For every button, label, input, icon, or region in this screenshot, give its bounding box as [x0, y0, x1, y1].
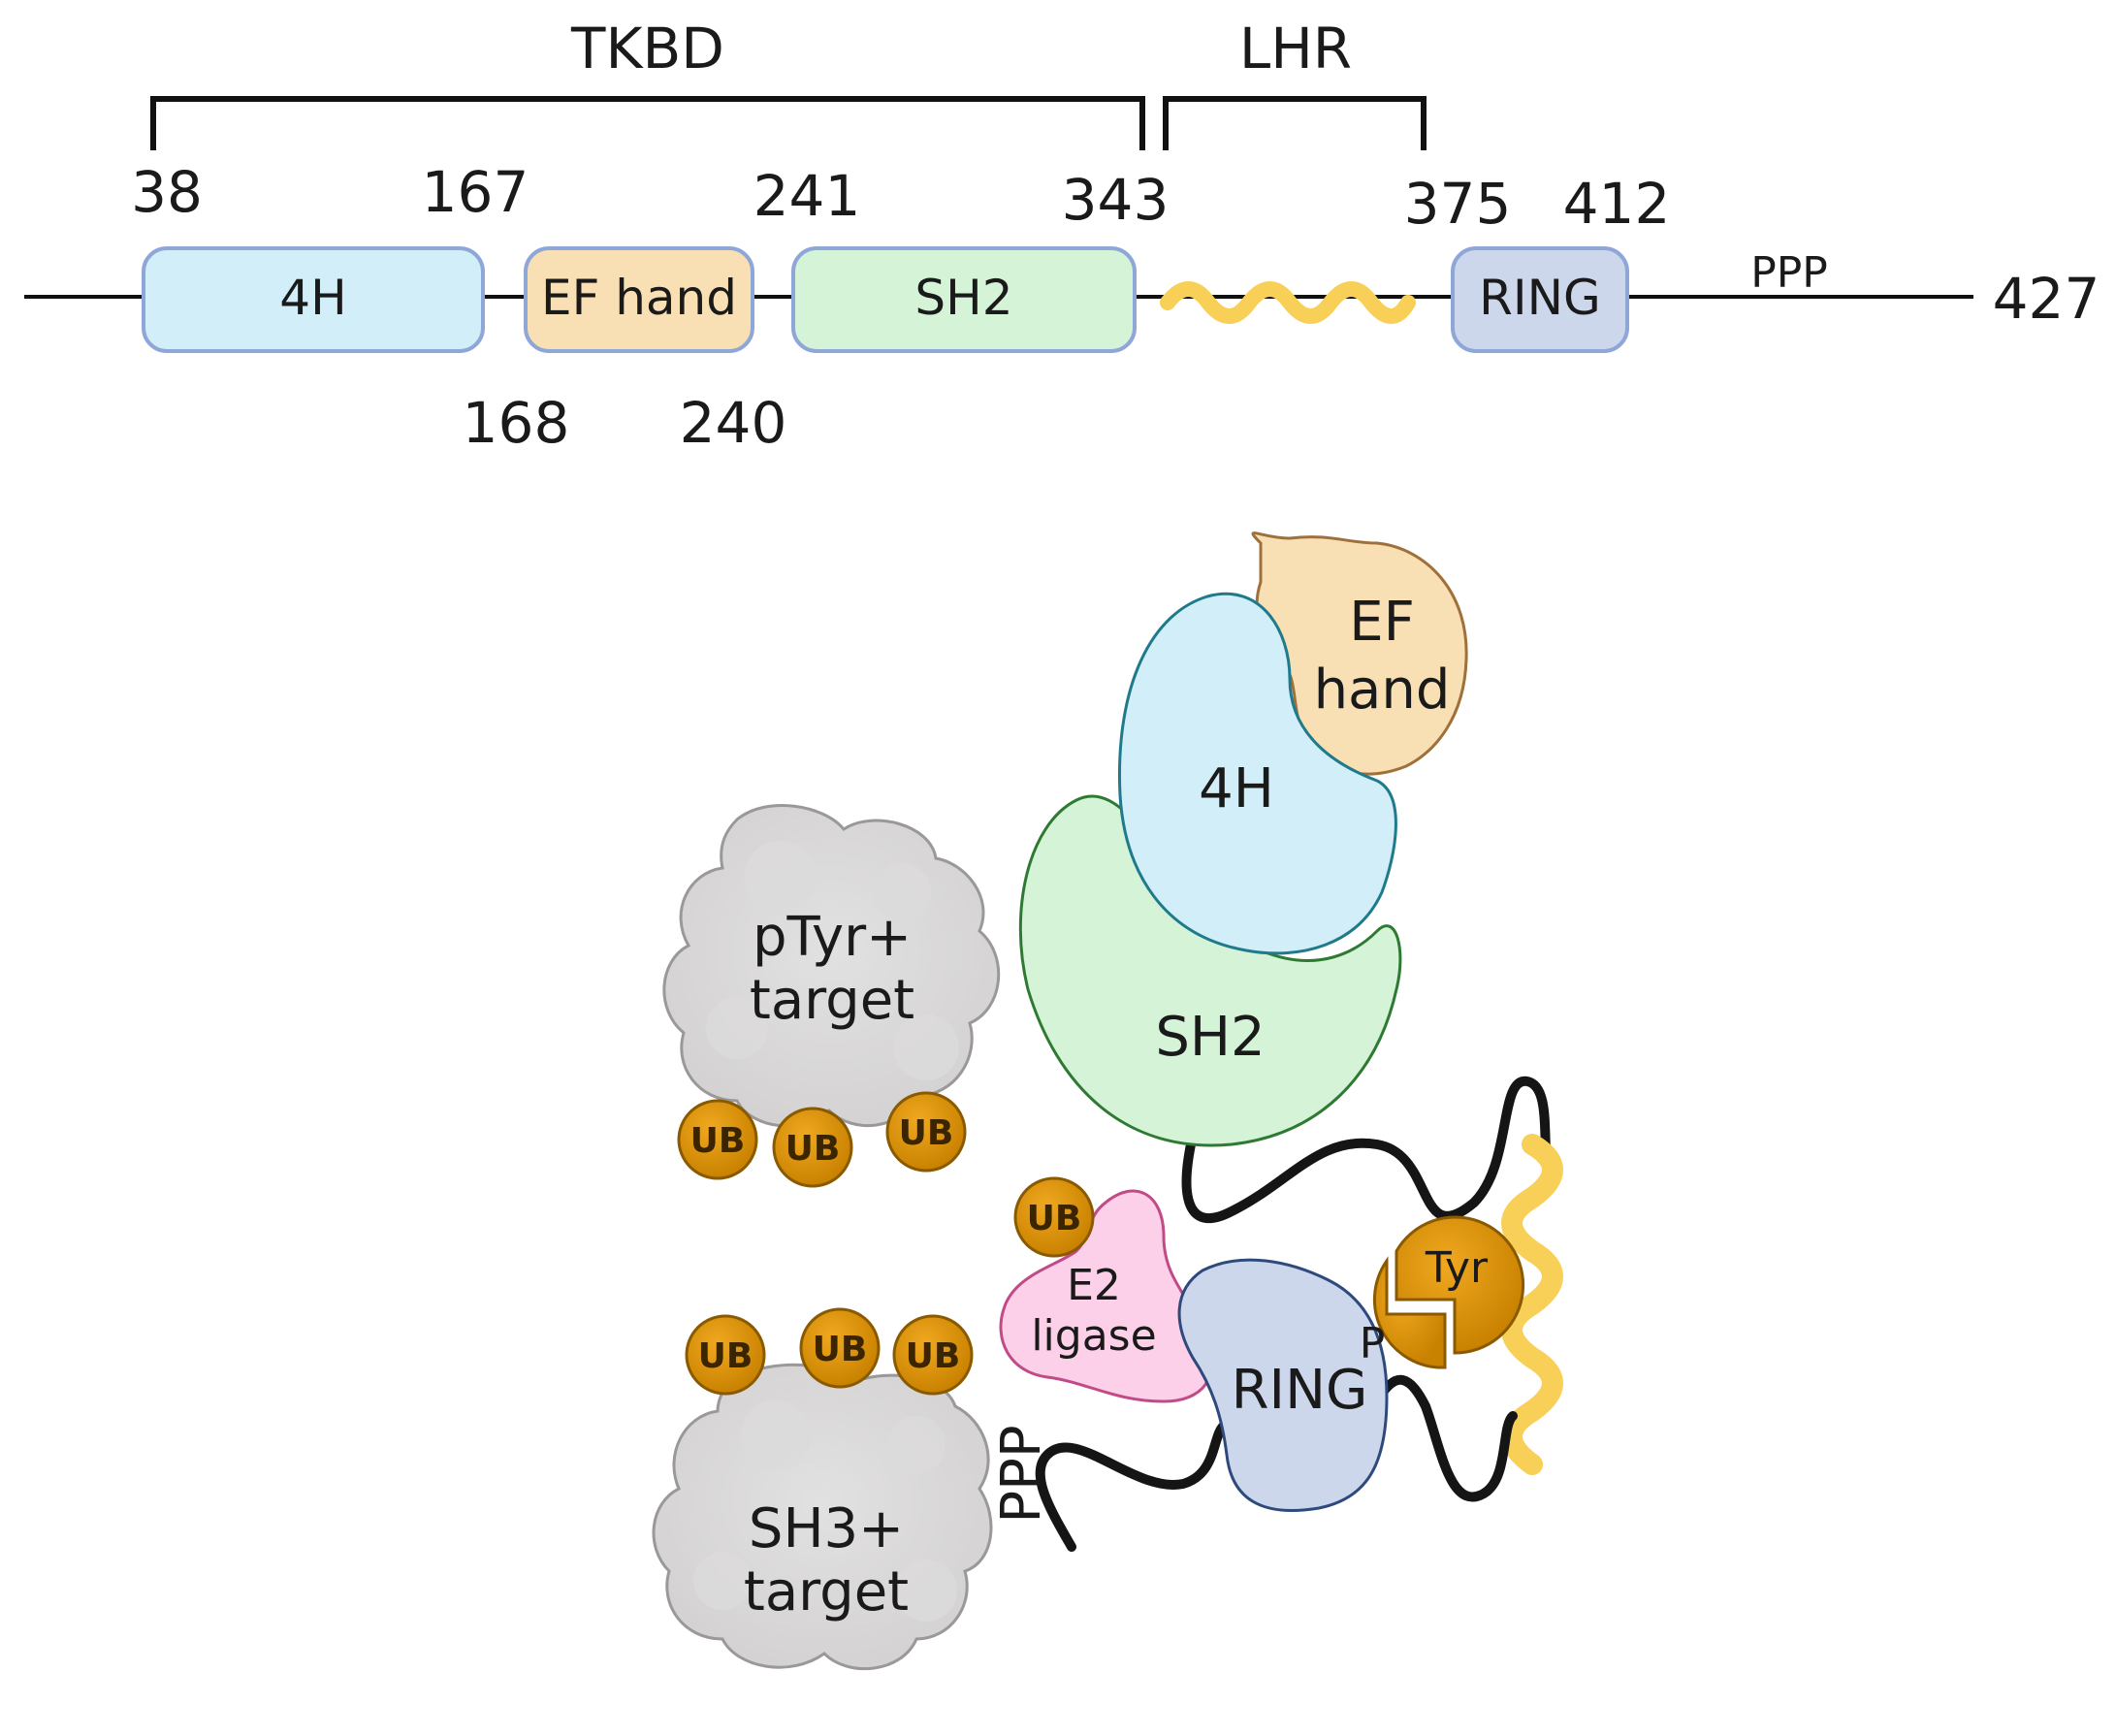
domain-ef-hand-box — [524, 246, 754, 353]
ub-sh3-3: UB — [892, 1314, 974, 1396]
p-label: P — [1360, 1319, 1386, 1368]
model-4h-label: 4H — [1199, 757, 1274, 820]
domain-ring-box — [1451, 246, 1629, 353]
domain-4h-label: 4H — [279, 270, 346, 326]
position-240: 240 — [680, 390, 787, 456]
domain-sh2-box — [791, 246, 1137, 353]
position-167: 167 — [422, 159, 529, 225]
tkbd-label: TKBD — [570, 16, 724, 81]
model-sh2-label: SH2 — [1155, 1006, 1265, 1069]
ptyr-target: pTyr+ target — [662, 804, 1001, 1128]
svg-text:UB: UB — [1027, 1199, 1082, 1238]
ub-e2: UB — [1013, 1176, 1095, 1258]
domain-ring-label: RING — [1479, 270, 1601, 326]
linker-ring-helix — [1372, 1375, 1518, 1502]
sh3-label-1: SH3+ — [749, 1497, 904, 1560]
svg-text:UB: UB — [785, 1129, 841, 1169]
sh3-blob-texture — [693, 1552, 752, 1610]
domain-4h-box — [142, 246, 485, 353]
sh3-blob-texture — [895, 1559, 957, 1622]
domain-sh2-label: SH2 — [914, 270, 1012, 326]
model-helix — [1501, 1134, 1563, 1475]
position-343: 343 — [1062, 167, 1170, 233]
position-427: 427 — [1993, 266, 2100, 332]
phospho-tyrosine: Tyr P — [1360, 1215, 1525, 1369]
ptyr-blob-texture — [873, 863, 931, 921]
ptyr-blob-texture — [744, 841, 818, 915]
ub-ptyr-1: UB — [677, 1099, 758, 1180]
ub-ptyr-2: UB — [772, 1107, 853, 1188]
domain-ef-hand-label: EF hand — [541, 270, 737, 326]
sh3-label-2: target — [744, 1560, 909, 1623]
svg-text:UB: UB — [690, 1121, 746, 1161]
sh3-blob-texture — [887, 1416, 946, 1474]
e2-ligase-shape — [999, 1189, 1214, 1403]
svg-text:UB: UB — [813, 1330, 868, 1369]
position-168: 168 — [463, 390, 570, 456]
model-ef-label-1: EF — [1349, 591, 1415, 654]
lhr-bracket — [1163, 96, 1427, 150]
sh3-target: SH3+ target — [652, 1363, 993, 1671]
ub-sh3-2: UB — [799, 1307, 881, 1389]
ptyr-blob-texture — [706, 997, 768, 1059]
linker-lower — [1035, 1421, 1229, 1552]
ptyr-blob-texture — [893, 1014, 959, 1080]
ppp-label: PPP — [1750, 248, 1828, 298]
position-38: 38 — [131, 159, 203, 225]
svg-text:UB: UB — [698, 1336, 753, 1376]
svg-text:UB: UB — [906, 1336, 961, 1376]
lhr-helix — [1160, 281, 1416, 324]
ub-ptyr-3: UB — [885, 1091, 967, 1173]
ptyr-label-2: target — [750, 969, 914, 1032]
model-ring-shape — [1177, 1258, 1389, 1513]
position-375: 375 — [1404, 171, 1512, 237]
p-shape — [1372, 1256, 1447, 1369]
tyr-label: Tyr — [1425, 1243, 1489, 1293]
linker-upper — [1181, 1076, 1553, 1223]
model-ef-label-2: hand — [1314, 659, 1451, 722]
tyr-shape — [1395, 1215, 1525, 1355]
position-412: 412 — [1563, 171, 1671, 237]
model-4h-shape — [1117, 592, 1397, 955]
e2-label-2: ligase — [1031, 1311, 1156, 1361]
e2-label-1: E2 — [1067, 1261, 1121, 1310]
domain-map: TKBD LHR 38 167 241 343 375 412 4H EF ha… — [24, 16, 2100, 456]
lhr-label: LHR — [1239, 16, 1352, 81]
model-ring-label: RING — [1232, 1359, 1368, 1422]
ub-sh3-1: UB — [685, 1314, 766, 1396]
sh3-blob-texture — [741, 1400, 811, 1470]
svg-text:UB: UB — [899, 1113, 954, 1153]
tkbd-bracket — [150, 96, 1145, 150]
ptyr-label-1: pTyr+ — [753, 906, 912, 969]
structural-model: EF hand SH2 4H pTyr+ target UB UB — [652, 531, 1563, 1671]
model-ppp-label: PPP — [990, 1425, 1053, 1523]
position-241: 241 — [753, 163, 861, 229]
